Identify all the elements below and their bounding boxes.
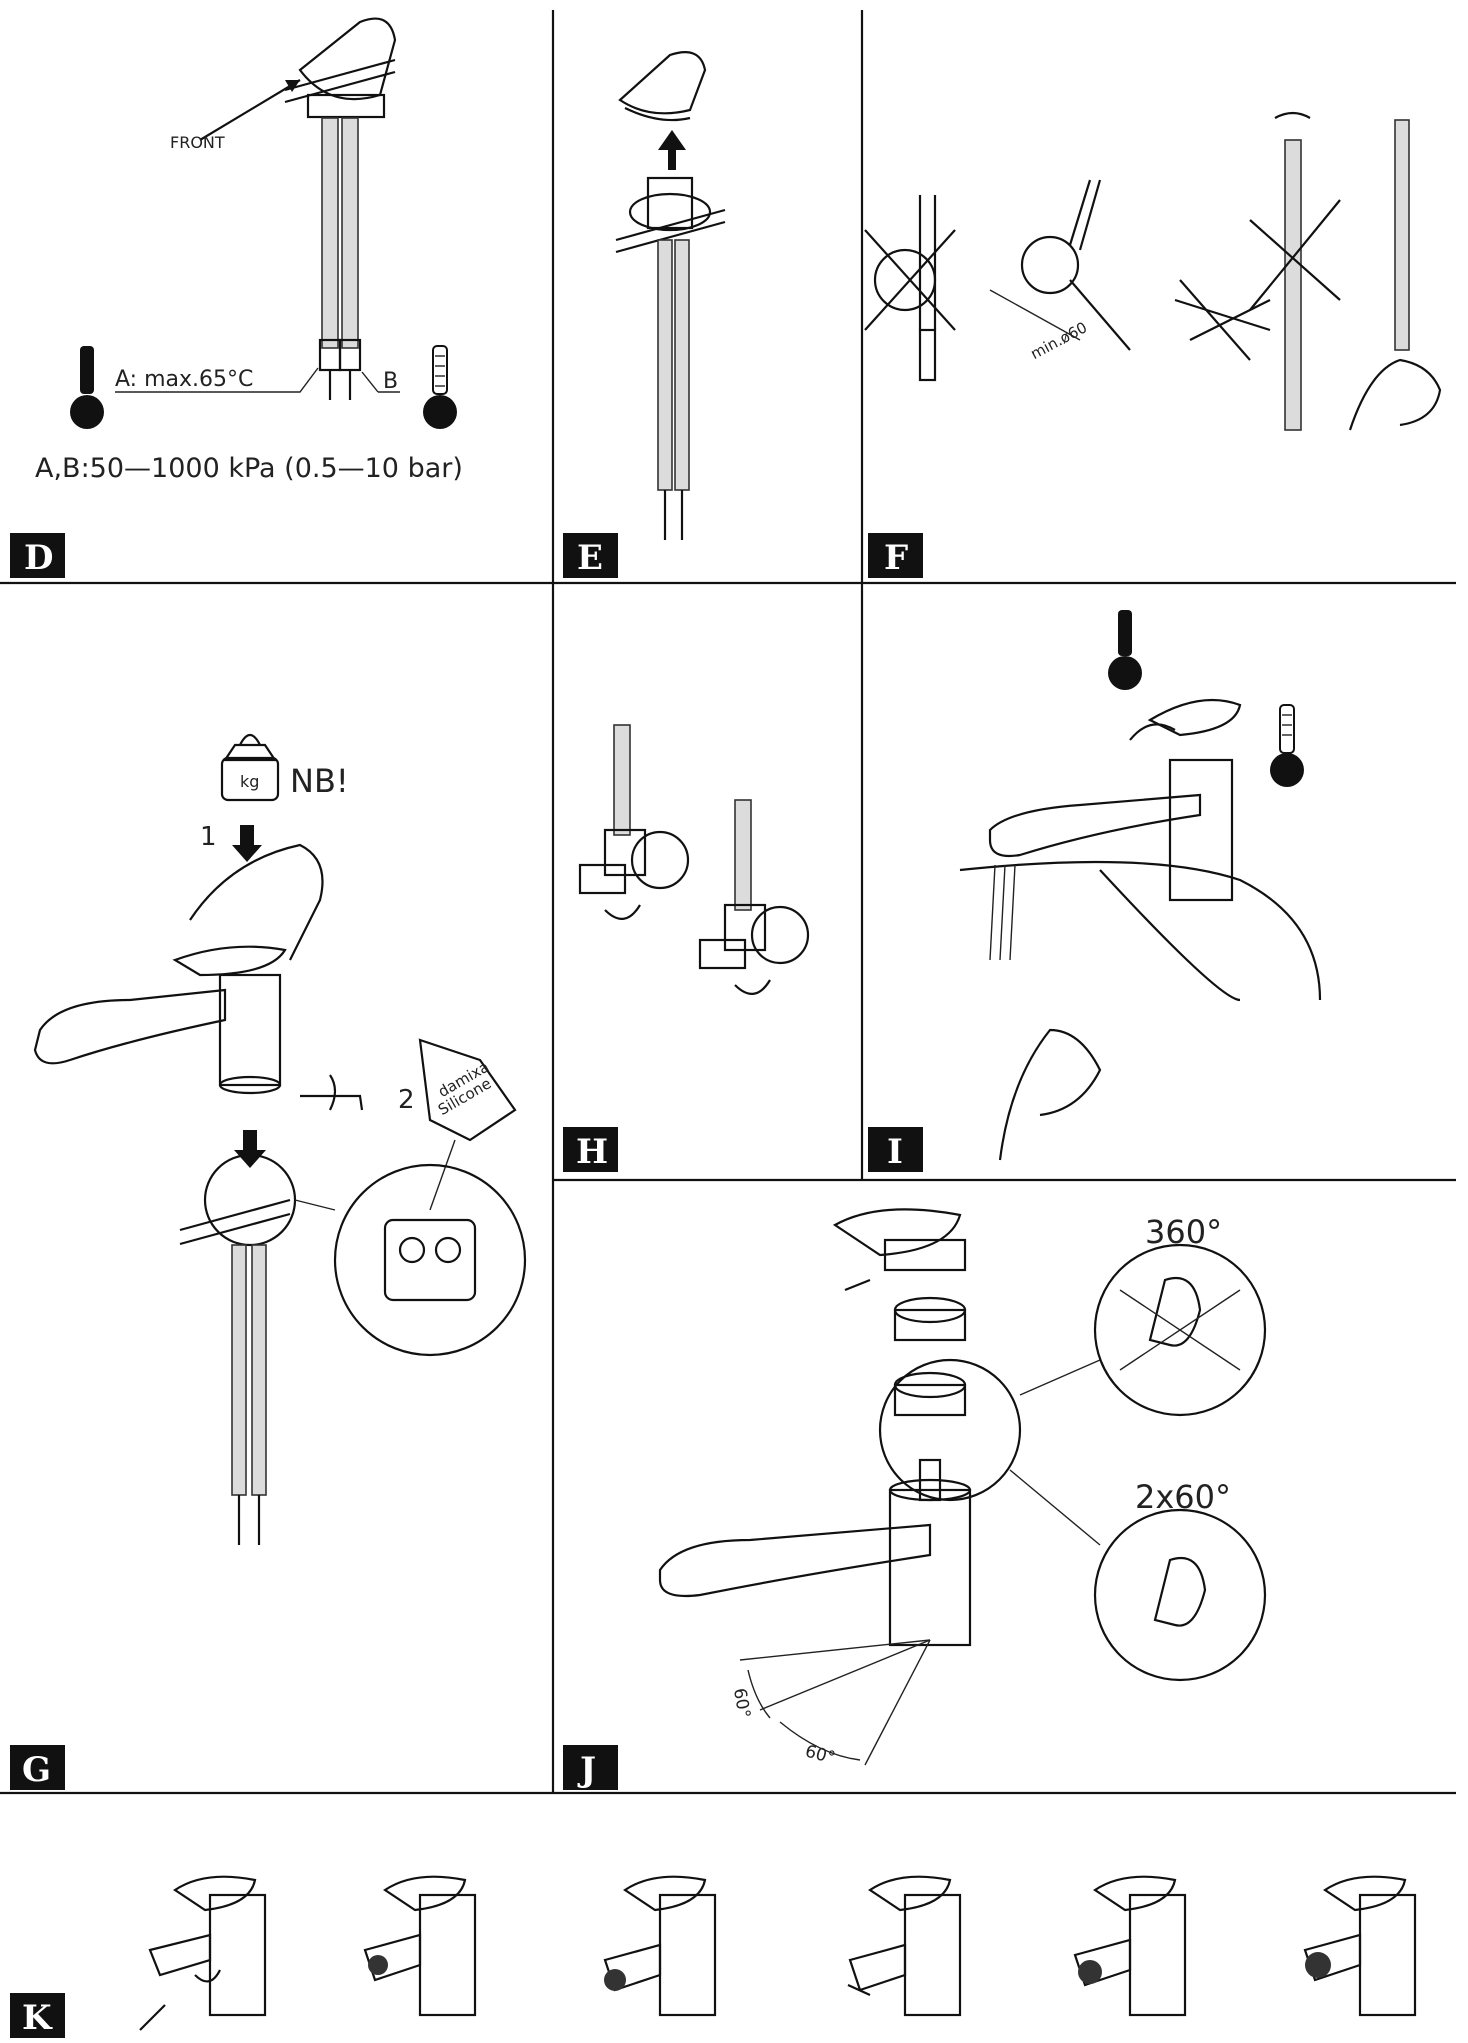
label-e-box xyxy=(563,533,618,578)
panel-h xyxy=(578,724,810,995)
cold-thermometer-icon xyxy=(423,345,457,429)
label-d: D xyxy=(24,538,53,578)
label-g: G xyxy=(22,1750,51,1790)
step-2: 2 xyxy=(398,1085,415,1115)
label-f: F xyxy=(884,538,908,578)
label-i: I xyxy=(887,1132,903,1172)
label-d-box xyxy=(10,533,65,578)
weight-unit: kg xyxy=(240,772,259,791)
panel-d: FRONT A: max.65°C B A,B:50—1000 kPa (0.5… xyxy=(35,17,463,484)
hot-thermometer-icon xyxy=(70,346,104,429)
panel-g: kg NB! 1 damixa Silicone 2 xyxy=(33,733,527,1545)
label-e: E xyxy=(577,538,603,578)
weight-icon: kg xyxy=(220,733,280,802)
tap-step-1 xyxy=(139,1875,267,2031)
b-label: B xyxy=(383,369,398,394)
panel-i xyxy=(959,610,1322,1161)
label-h: H xyxy=(576,1132,608,1172)
front-label: FRONT xyxy=(170,133,225,152)
angle-label-a: 60° xyxy=(729,1687,754,1720)
label-j-box xyxy=(563,1745,618,1790)
tap-step-6 xyxy=(1303,1875,1417,2017)
tap-step-5 xyxy=(1073,1875,1187,2017)
panel-grid xyxy=(0,10,1456,1795)
label-g-box xyxy=(10,1745,65,1790)
panel-e xyxy=(615,51,726,540)
label-k-box xyxy=(10,1993,65,2038)
warning-text: NB! xyxy=(290,762,349,800)
tap-step-4 xyxy=(847,1875,962,2017)
hot-limit-note: A: max.65°C xyxy=(115,367,253,392)
cold-thermometer-icon xyxy=(1270,704,1304,787)
tap-step-3 xyxy=(603,1875,717,2017)
label-f-box xyxy=(868,533,923,578)
panel-j: 60° 60° 360° 2x60° xyxy=(658,1208,1267,1769)
panel-k xyxy=(139,1875,1417,2031)
angle-full-text: 360° xyxy=(1145,1213,1222,1251)
panel-f: min.ø60 xyxy=(864,111,1442,431)
angle-split-text: 2x60° xyxy=(1135,1478,1231,1516)
label-j: J xyxy=(577,1750,596,1790)
angle-label-b: 60° xyxy=(803,1741,837,1768)
label-k: K xyxy=(22,1998,53,2038)
tap-step-2 xyxy=(363,1875,477,2017)
step-1: 1 xyxy=(200,822,217,852)
bend-radius-note: min.ø60 xyxy=(1028,318,1091,363)
silicone-bag-icon: damixa Silicone xyxy=(418,1038,517,1211)
pressure-note: A,B:50—1000 kPa (0.5—10 bar) xyxy=(35,453,463,484)
hot-thermometer-icon xyxy=(1108,610,1142,690)
label-h-box xyxy=(563,1127,618,1172)
label-i-box xyxy=(868,1127,923,1172)
